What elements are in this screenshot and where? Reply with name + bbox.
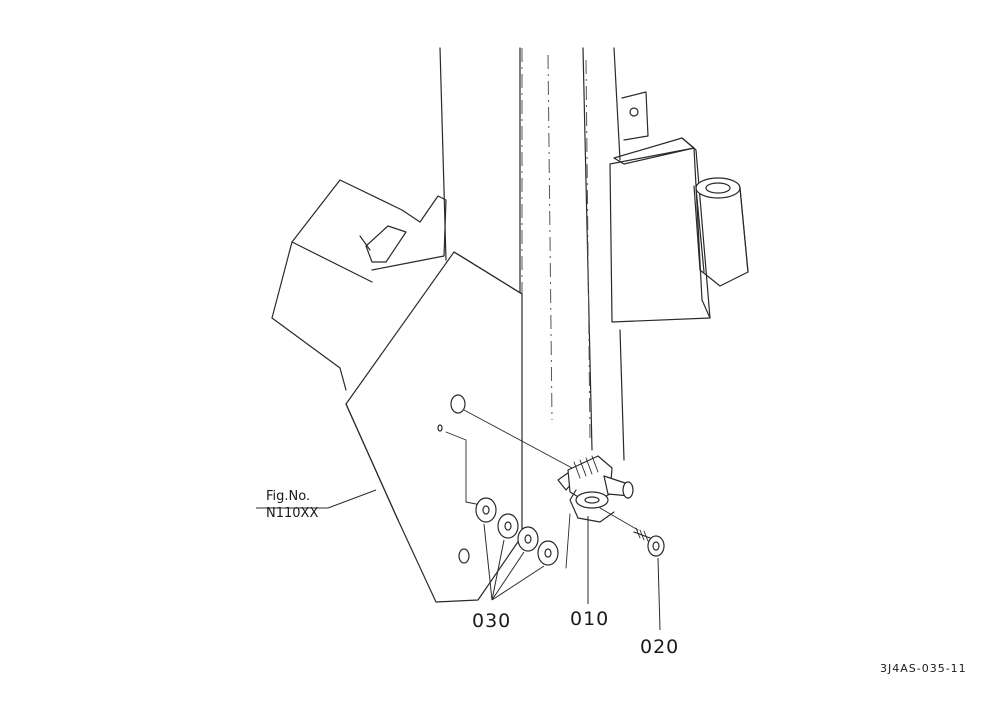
motor-housing xyxy=(271,179,447,391)
figure-reference-line1: Fig.No. xyxy=(266,489,311,504)
figure-reference: Fig.No. N110XX xyxy=(266,488,318,522)
figure-reference-line2: N110XX xyxy=(266,506,319,521)
part-label-020: 020 xyxy=(640,636,680,658)
screw xyxy=(633,527,665,557)
assembly-axes xyxy=(445,409,639,569)
switch-assembly xyxy=(557,455,634,523)
washers xyxy=(475,497,559,566)
upper-bracket xyxy=(609,91,749,323)
part-label-010: 010 xyxy=(570,608,610,630)
frame-column xyxy=(439,47,625,461)
drawing-code: 3J4AS-035-11 xyxy=(880,662,967,675)
part-label-030: 030 xyxy=(472,610,512,632)
leader-lines xyxy=(256,489,661,631)
